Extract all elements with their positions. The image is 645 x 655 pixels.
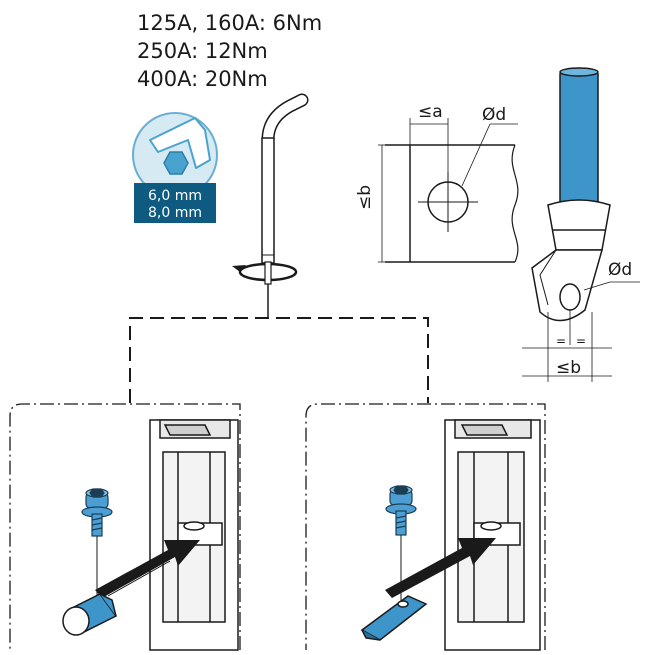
screw-left-icon [81, 488, 113, 537]
cable-insulation-icon [559, 69, 599, 221]
panel-right [305, 403, 546, 650]
dimension-diameter-label: Ød [482, 105, 506, 125]
allen-key-icon [232, 93, 309, 318]
torque-spec-line-1: 125A, 160A: 6Nm [137, 11, 323, 35]
cable-lug-drawing [522, 67, 640, 382]
hex-key-icon [149, 117, 211, 175]
torque-spec-line-2: 250A: 12Nm [137, 39, 268, 63]
terminal-housing-right [444, 419, 541, 651]
panel-left [9, 403, 241, 650]
dimension-max-b-label: ≤b [355, 185, 375, 210]
rotation-arrow-icon [232, 262, 298, 282]
screw-right-icon [385, 485, 417, 536]
cable-end-round-icon [62, 593, 118, 636]
busbar-flat-icon [360, 595, 428, 641]
dashed-connectors [129, 317, 429, 403]
torque-spec-line-3: 400A: 20Nm [137, 67, 268, 91]
terminal-housing-left [149, 419, 239, 651]
busbar-dimension-drawing [378, 118, 519, 263]
lug-equal-mark-1: = [556, 334, 566, 348]
tool-size-1: 6,0 mm [148, 188, 202, 204]
tool-badge: 6,0 mm 8,0 mm [132, 112, 218, 223]
insertion-arrow-left [95, 540, 200, 598]
lug-max-b-label: ≤b [556, 358, 581, 378]
insertion-arrow-right [385, 538, 496, 598]
lug-diameter-label: Ød [608, 260, 632, 280]
tool-size-box [134, 183, 216, 223]
dimension-max-a-label: ≤a [418, 102, 443, 122]
tool-size-2: 8,0 mm [148, 205, 202, 221]
lug-equal-mark-2: = [576, 334, 586, 348]
